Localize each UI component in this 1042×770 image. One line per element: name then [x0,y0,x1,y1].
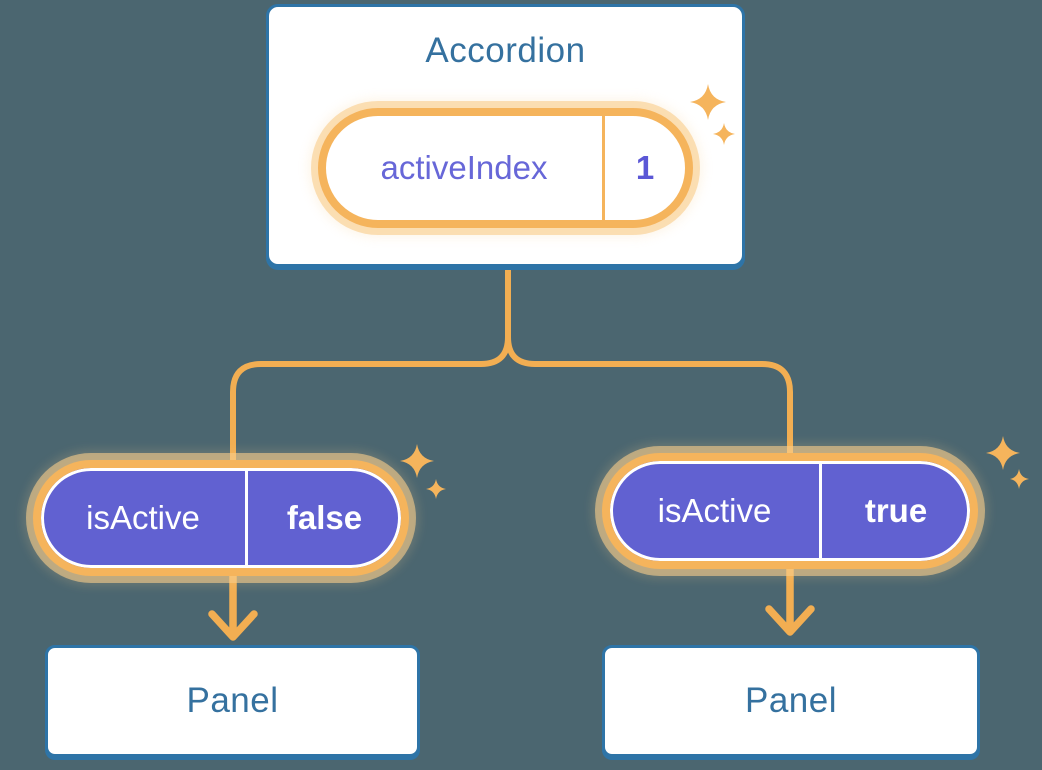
prop-name: isActive [86,499,200,536]
branch-line-right [505,266,793,465]
pill-divider [245,471,248,565]
state-pill: activeIndex 1 [318,108,693,228]
prop-pill-true: isActive true [602,453,978,569]
panel-title: Panel [744,681,838,720]
state-value: 1 [635,149,655,186]
branch-line-left [230,266,511,472]
state-name: activeIndex [380,149,548,186]
panel-card-left: Panel [45,645,420,757]
prop-value: true [864,492,928,529]
accordion-title: Accordion [425,31,586,70]
sparkle-icon [400,444,446,499]
sparkle-icon [986,436,1029,489]
pill-divider [602,116,605,220]
pill-divider [819,464,822,558]
prop-pill-false: isActive false [33,460,409,576]
prop-name: isActive [657,492,772,529]
panel-card-right: Panel [602,645,980,757]
panel-title: Panel [186,681,279,720]
sparkle-icon [690,84,735,145]
prop-value: false [286,499,363,536]
